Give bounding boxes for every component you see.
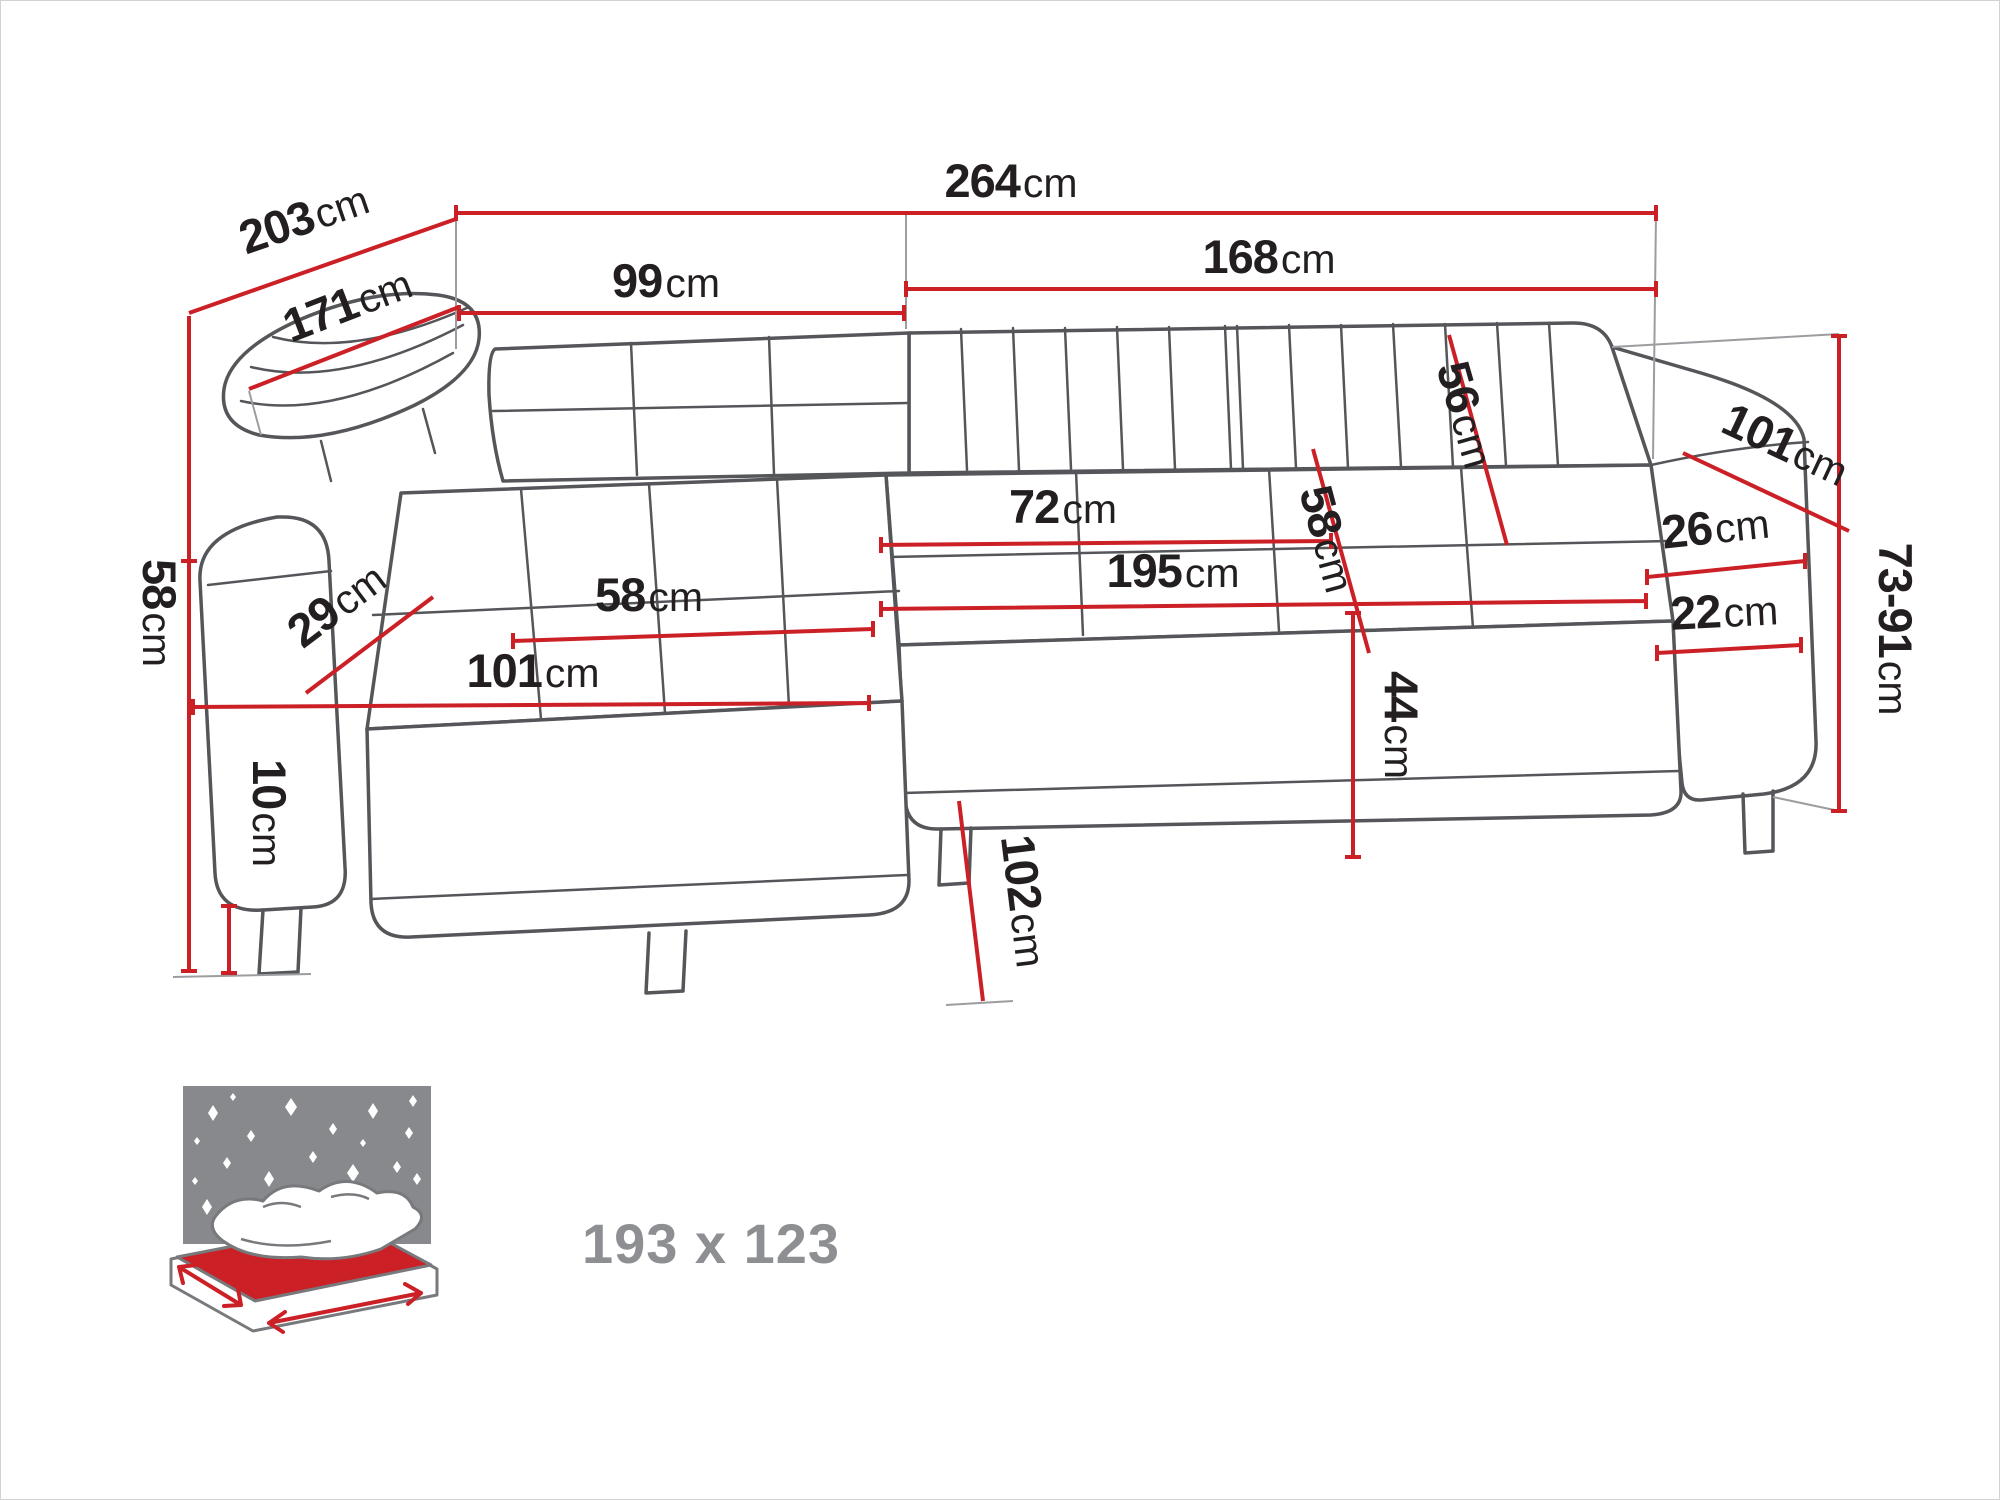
dim-label-right-section-width: 168cm — [1202, 230, 1335, 283]
sofa-outline — [198, 291, 1818, 995]
leader-lines — [172, 212, 1840, 1006]
dim-label-total-width: 264cm — [944, 154, 1077, 207]
backrest-right-tufting — [959, 321, 1560, 472]
dim-line-total-depth — [188, 217, 457, 315]
dim-label-front-edge-height: 102cm — [991, 832, 1060, 971]
leg-front-mid — [644, 929, 688, 995]
dim-line-seat-width — [879, 593, 1648, 617]
dim-line-backrest-depth — [1447, 334, 1509, 546]
dim-line-seat-depth — [879, 533, 1333, 553]
armrest-right — [1610, 345, 1818, 802]
backrest-left-tufting — [491, 335, 909, 477]
bed-depth-arrow — [177, 1263, 243, 1308]
sofa-legs — [257, 789, 1775, 995]
dim-label-chaise-seat-width: 58cm — [595, 568, 703, 621]
dim-line-total-width — [454, 205, 1658, 221]
dim-line-chaise-cushion-offset — [304, 595, 435, 695]
dim-line-armrest-length — [1682, 451, 1850, 533]
armrest-right-inner-edge — [1649, 440, 1810, 467]
bed-duvet — [210, 1180, 423, 1261]
leg-right — [1741, 789, 1775, 855]
dim-label-armrest-side-width: 22cm — [1669, 581, 1780, 640]
dim-label-armrest-top-width: 26cm — [1659, 495, 1772, 559]
dim-line-armrest-top-width — [1645, 553, 1807, 585]
chaise-front-seam — [369, 873, 909, 901]
dim-label-backrest-height-range: 73-91cm — [1869, 543, 1922, 716]
headrest-tufting — [239, 305, 471, 407]
dim-label-seat-width: 195cm — [1106, 544, 1239, 597]
headrest-hinge — [319, 407, 437, 483]
seat-right-front-seam — [902, 769, 1681, 795]
dim-label-seat-height: 58cm — [133, 559, 186, 667]
dim-label-total-depth: 203cm — [232, 171, 375, 264]
dim-line-seat-height — [181, 316, 197, 973]
backrest-right-panel — [907, 321, 1653, 475]
dim-line-front-edge-height — [957, 800, 985, 1002]
bed-size-arrows — [177, 1263, 423, 1334]
dim-line-armrest-side-width — [1655, 637, 1803, 661]
dimension-lines — [181, 205, 1850, 1002]
dim-line-leg-height — [221, 904, 237, 975]
dim-line-chaise-length — [191, 695, 871, 715]
dim-line-seat-front-height — [1345, 611, 1361, 859]
dim-label-chaise-length: 101cm — [466, 644, 599, 697]
dim-line-backrest-height-range — [1831, 334, 1847, 813]
dim-line-right-section-width — [904, 281, 1658, 297]
dim-line-inner-depth — [248, 305, 460, 391]
bed-width-arrow — [267, 1282, 423, 1334]
bed-icon: 193 x 123 — [169, 1086, 840, 1334]
dim-label-left-back-width: 99cm — [612, 254, 720, 307]
dim-line-chaise-seat-width — [511, 621, 875, 649]
sleeping-area-label: 193 x 123 — [582, 1212, 840, 1275]
leg-front-left — [257, 906, 303, 976]
dim-label-seat-front-height: 44cm — [1375, 671, 1428, 779]
chaise-front — [365, 699, 911, 939]
dim-line-left-back-width — [457, 305, 906, 321]
chaise-arm-seam — [206, 569, 333, 587]
bed-duvet-folds — [240, 1193, 370, 1247]
chaise-seat-tufting — [371, 477, 901, 721]
dim-label-seat-depth: 72cm — [1009, 480, 1117, 533]
seat-right-front — [897, 619, 1683, 831]
dim-label-leg-height: 10cm — [243, 759, 296, 867]
leg-center — [937, 826, 973, 887]
dim-line-mid-seat-depth — [1311, 448, 1371, 654]
headrest-pillow — [221, 291, 482, 440]
